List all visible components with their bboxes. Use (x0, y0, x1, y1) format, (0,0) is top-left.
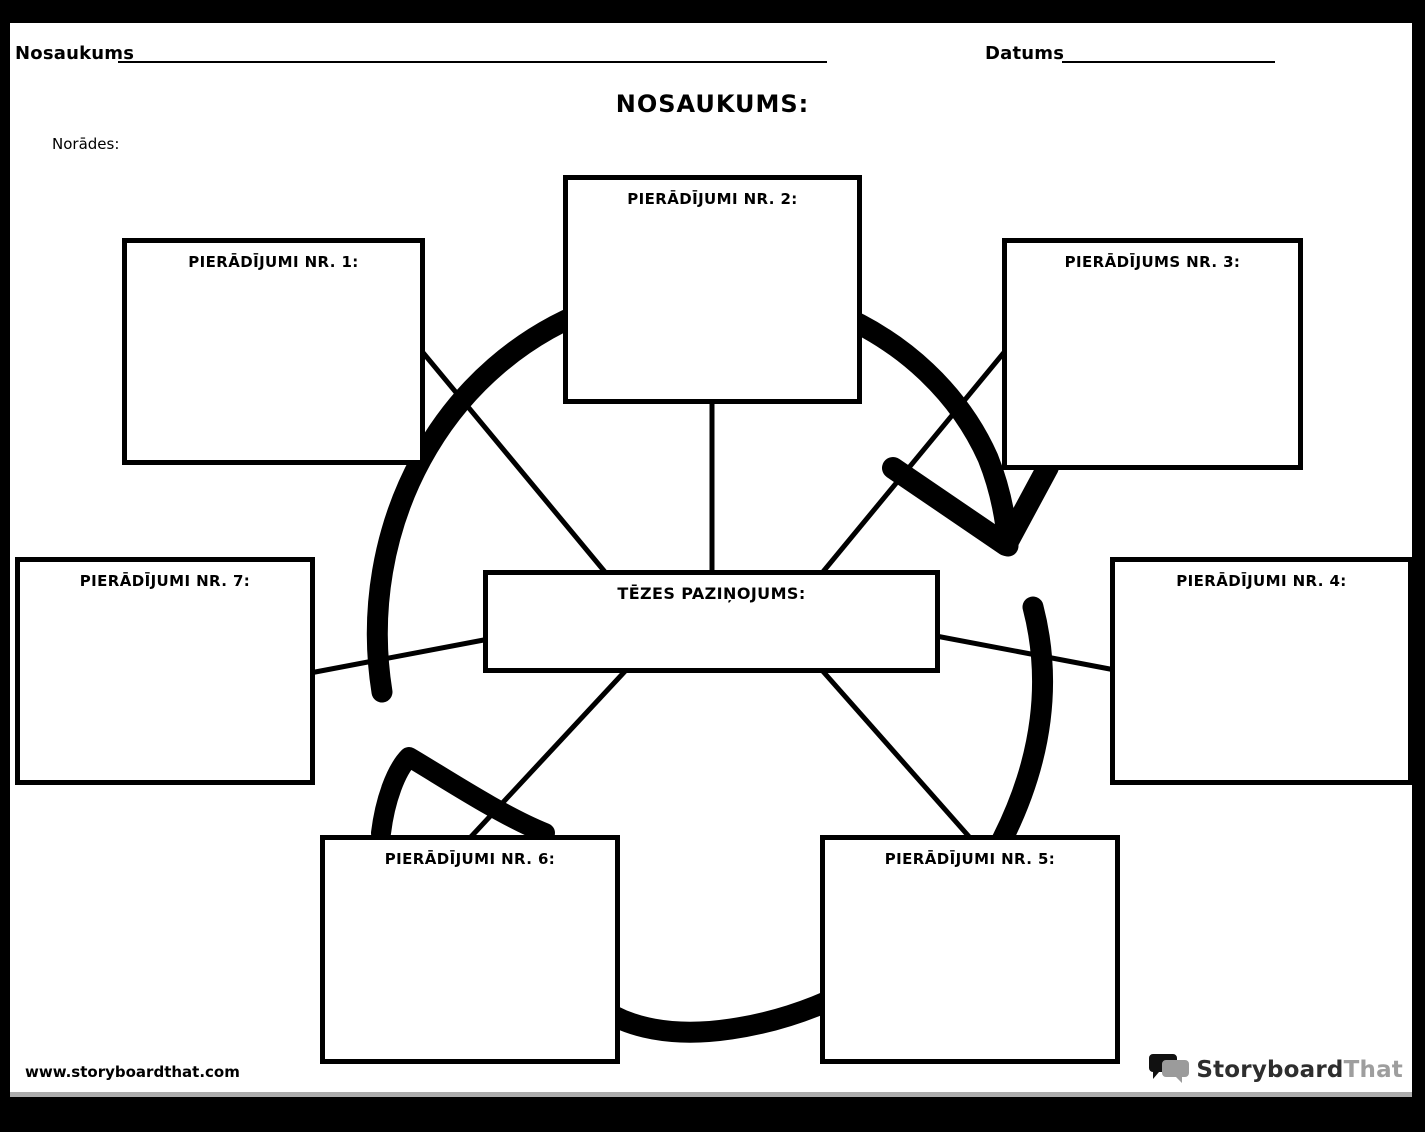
thesis-box-label: TĒZES PAZIŅOJUMS: (617, 584, 806, 603)
thesis-box-content[interactable] (488, 611, 935, 668)
evidence-box-6-content[interactable] (325, 876, 615, 1059)
evidence-box-6-label: PIERĀDĪJUMI NR. 6: (384, 850, 556, 868)
page-border-right (1412, 0, 1425, 1132)
logo-text-that: That (1343, 1057, 1403, 1083)
name-blank-line[interactable] (118, 61, 827, 63)
date-blank-line[interactable] (1062, 61, 1275, 63)
evidence-box-1: PIERĀDĪJUMI NR. 1: (122, 238, 425, 465)
cycle-arrowhead-right (882, 456, 1059, 556)
evidence-box-3-content[interactable] (1007, 279, 1298, 465)
evidence-box-6: PIERĀDĪJUMI NR. 6: (320, 835, 620, 1064)
evidence-box-7: PIERĀDĪJUMI NR. 7: (15, 557, 315, 785)
storyboardthat-logo[interactable]: StoryboardThat (1148, 1048, 1403, 1092)
date-label: Datums (985, 43, 1065, 64)
evidence-box-7-label: PIERĀDĪJUMI NR. 7: (79, 572, 251, 590)
evidence-box-1-label: PIERĀDĪJUMI NR. 1: (188, 253, 359, 271)
evidence-box-7-content[interactable] (20, 598, 310, 780)
evidence-box-4-content[interactable] (1115, 598, 1408, 780)
evidence-box-4: PIERĀDĪJUMI NR. 4: (1110, 557, 1413, 785)
evidence-box-1-content[interactable] (127, 279, 420, 460)
connector-line-7 (309, 636, 490, 676)
evidence-box-5-label: PIERĀDĪJUMI NR. 5: (884, 850, 1056, 868)
evidence-box-3-label: PIERĀDĪJUMS NR. 3: (1064, 253, 1241, 271)
page-border-left (0, 0, 10, 1132)
thesis-box: TĒZES PAZIŅOJUMS: (483, 570, 940, 673)
evidence-box-2-content[interactable] (568, 216, 857, 399)
connector-line-5 (818, 666, 974, 842)
page-border-bottom (0, 1097, 1425, 1132)
cycle-arrowhead-left (371, 747, 555, 843)
logo-text-storyboard: Storyboard (1196, 1057, 1344, 1083)
connector-line-1 (418, 347, 607, 574)
evidence-box-5: PIERĀDĪJUMI NR. 5: (820, 835, 1120, 1064)
connector-line-4 (935, 633, 1116, 673)
instructions-label: Norādes: (52, 135, 120, 153)
evidence-box-2-label: PIERĀDĪJUMI NR. 2: (627, 190, 798, 208)
page-shadow-line (10, 1092, 1412, 1097)
name-label: Nosaukums (15, 43, 135, 64)
evidence-box-5-content[interactable] (825, 876, 1115, 1059)
evidence-box-2: PIERĀDĪJUMI NR. 2: (563, 175, 862, 404)
website-url: www.storyboardthat.com (25, 1063, 240, 1081)
page-border-top (0, 0, 1425, 23)
speech-bubbles-icon (1149, 1054, 1190, 1083)
connector-line-3 (820, 348, 1008, 575)
evidence-box-4-label: PIERĀDĪJUMI NR. 4: (1176, 572, 1347, 590)
worksheet-title: NOSAUKUMS: (615, 90, 810, 118)
evidence-box-3: PIERĀDĪJUMS NR. 3: (1002, 238, 1303, 470)
